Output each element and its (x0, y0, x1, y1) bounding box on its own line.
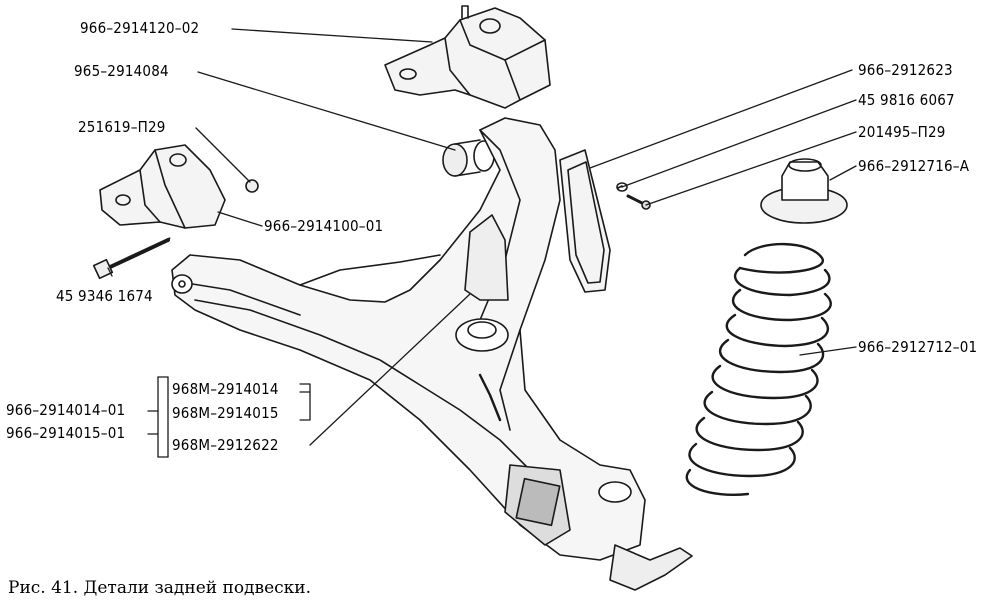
figure-caption: Рис. 41. Детали задней подвески. (8, 578, 312, 598)
bump-stop (455, 214, 509, 352)
screw (616, 182, 651, 210)
label-screw: 201495–П29 (858, 123, 946, 141)
label-arm-right-2: 968М–2914015 (172, 404, 279, 422)
label-coil-spring: 966–2912712–01 (858, 338, 978, 356)
label-bolt: 45 9346 1674 (56, 287, 153, 305)
left-mount-bracket (99, 144, 226, 229)
label-guide-plate: 966–2912623 (858, 61, 953, 79)
leader-lines (107, 28, 857, 446)
label-nut: 251619–П29 (78, 118, 166, 136)
label-left-bracket: 966–2914100–01 (264, 217, 384, 235)
label-arm-left-1: 966–2914014–01 (6, 401, 126, 419)
upper-mount-bracket (384, 5, 551, 109)
label-washer: 45 9816 6067 (858, 91, 955, 109)
spring-cup (760, 158, 848, 224)
label-spring-cup: 966–2912716–А (858, 157, 970, 175)
guide-plate (559, 149, 611, 293)
label-brackets (147, 376, 311, 458)
small-nut (245, 179, 259, 193)
label-arm-right-1: 968М–2914014 (172, 380, 279, 398)
label-upper-bracket: 966–2914120–02 (80, 19, 200, 37)
label-bushing: 965–2914084 (74, 62, 169, 80)
label-bump-stop: 968М–2912622 (172, 436, 279, 454)
long-bolt (92, 237, 171, 280)
bushing (442, 139, 495, 177)
label-arm-left-2: 966–2914015–01 (6, 424, 126, 442)
trailing-arm (171, 117, 646, 561)
coil-spring (685, 242, 832, 496)
mounting-plate (504, 464, 693, 591)
